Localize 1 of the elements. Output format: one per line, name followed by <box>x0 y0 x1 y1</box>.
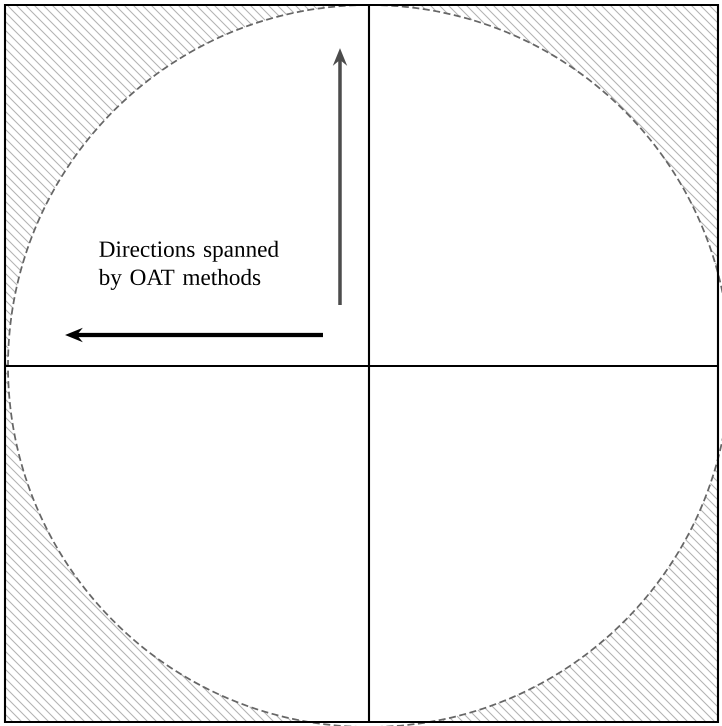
annotation-text: Directions spanned by OAT methods <box>98 240 279 290</box>
